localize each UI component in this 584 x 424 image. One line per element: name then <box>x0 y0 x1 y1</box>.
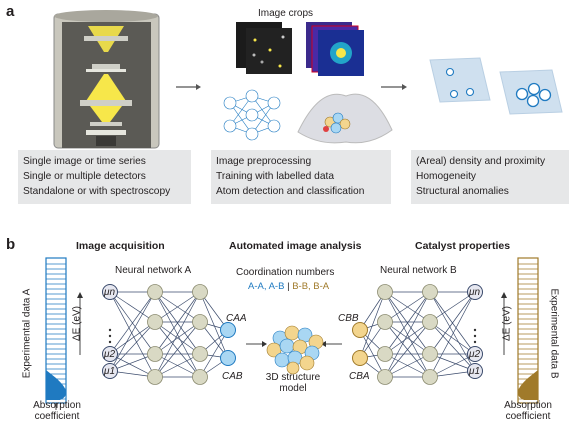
acquisition-line-2: Single or multiple detectors <box>23 171 146 182</box>
acquisition-line-3: Standalone or with spectroscopy <box>23 186 171 197</box>
experimental-data-b-label: Experimental data B <box>548 288 560 379</box>
density-panels-icon <box>429 57 563 115</box>
c-ab-label: CAB <box>222 371 243 382</box>
absorption-a-line-2: coefficient <box>34 411 80 422</box>
structure-model-line-2: model <box>279 383 307 394</box>
coordination-pairs: A-A, A-B | B-B, B-A <box>248 281 329 292</box>
image-crops-icon <box>236 22 364 76</box>
analysis-box: Image preprocessing Training with labell… <box>211 150 391 204</box>
c-aa-label: CAA <box>226 313 247 324</box>
heading-catalyst-properties: Catalyst properties <box>415 240 511 252</box>
mu-2-label-a: μ2 <box>104 349 116 360</box>
absorption-b-line-1: Absorption <box>504 400 552 411</box>
network-b-nodes <box>352 284 483 385</box>
neural-network-b-label: Neural network B <box>380 265 457 276</box>
acquisition-line-1: Single image or time series <box>23 156 146 167</box>
heading-image-acquisition: Image acquisition <box>76 240 165 252</box>
analysis-line-2: Training with labelled data <box>216 171 334 182</box>
c-bb-label: CBB <box>338 313 359 324</box>
delta-e-label-a: ΔE (eV) <box>71 305 83 342</box>
panel-b-letter: b <box>6 236 16 253</box>
mu-2-label-b: μ2 <box>469 349 481 360</box>
neural-network-a-label: Neural network A <box>115 265 192 276</box>
spectrum-a <box>45 257 67 404</box>
coordination-numbers-title: Coordination numbers <box>236 267 335 278</box>
cluster-3d-icon <box>266 325 324 375</box>
mu-1-label-b: μ1 <box>469 366 481 377</box>
c-ba-label: CBA <box>349 371 370 382</box>
mu-1-label-a: μ1 <box>104 366 116 377</box>
neural-network-icon <box>223 89 281 141</box>
properties-box: (Areal) density and proximity Homogeneit… <box>411 150 569 204</box>
panel-a-letter: a <box>6 3 15 20</box>
structure-model-label: 3D structure model <box>264 372 322 394</box>
network-b-edges <box>359 291 476 378</box>
absorption-label-a: Absorption coefficient <box>22 400 92 422</box>
spectrum-b <box>517 257 539 404</box>
nanoparticle-icon <box>297 93 393 144</box>
acquisition-box: Single image or time series Single or mu… <box>18 150 191 204</box>
analysis-line-3: Atom detection and classification <box>216 186 365 197</box>
network-a-edges <box>109 291 229 378</box>
heading-automated-analysis: Automated image analysis <box>229 240 362 252</box>
properties-line-1: (Areal) density and proximity <box>416 156 546 167</box>
coord-bb-ba: B-B, B-A <box>292 281 330 292</box>
mu-n-label-a: μn <box>104 287 116 298</box>
experimental-data-a-label: Experimental data A <box>21 288 33 379</box>
network-a-nodes <box>102 284 236 385</box>
properties-line-2: Homogeneity <box>416 171 477 182</box>
absorption-a-line-1: Absorption <box>33 400 81 411</box>
microscope-icon <box>53 10 160 149</box>
panel-b-graphics <box>45 257 539 410</box>
absorption-label-b: Absorption coefficient <box>493 400 563 422</box>
mu-n-label-b: μn <box>469 287 481 298</box>
properties-line-3: Structural anomalies <box>416 186 509 197</box>
panel-a-graphics <box>53 10 563 149</box>
image-crops-label: Image crops <box>258 8 314 19</box>
absorption-b-line-2: coefficient <box>505 411 551 422</box>
delta-e-label-b: ΔE (eV) <box>501 305 513 342</box>
coord-separator: | <box>287 281 290 292</box>
coord-aa-ab: A-A, A-B <box>248 281 285 292</box>
analysis-line-1: Image preprocessing <box>216 156 312 167</box>
structure-model-line-1: 3D structure <box>265 372 321 383</box>
